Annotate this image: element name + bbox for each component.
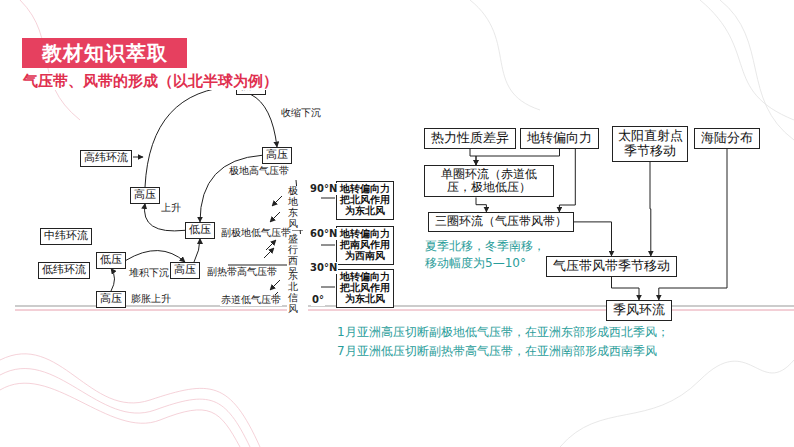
note-text: 7月亚洲低压切断副热带高气压带，在亚洲南部形成西南季风 (336, 345, 658, 359)
pressure-box: 高压 (262, 147, 292, 164)
node-text: 地转偏向力 (527, 131, 592, 146)
circulation-label-box: 高纬环流 (80, 150, 132, 167)
process-box: 单圈环流（赤道低压，极地低压） (424, 165, 554, 197)
note-text: 1月亚洲高压切断副极地低气压带，在亚洲东部形成西北季风； (336, 326, 670, 340)
node-text: 低压 (189, 224, 211, 237)
ribbon-decoration (0, 0, 260, 447)
connector-arrow (559, 149, 575, 212)
connector-arrow (145, 204, 186, 231)
node-text: 中纬环流 (44, 230, 88, 243)
title-banner: 教材知识萃取 (22, 38, 187, 68)
connector-arrow (574, 222, 612, 256)
connector-arrow (476, 197, 486, 212)
process-box: 三圈环流（气压带风带） (428, 212, 574, 232)
circulation-label-box: 中纬环流 (40, 228, 92, 245)
leader-lines (321, 198, 335, 287)
connector-arrow (126, 251, 185, 262)
process-label: 上升 (160, 203, 182, 214)
connector-arrow (659, 149, 727, 300)
deflection-box: 地转偏向力把北风作用为东北风 (336, 181, 394, 220)
node-text: 高压 (174, 264, 196, 277)
deflection-box: 地转偏向力把北风作用为东北风 (336, 269, 394, 308)
connector-arrow (612, 277, 640, 300)
node-text: 高压 (266, 149, 288, 162)
wind-label: 极地东风 (287, 186, 308, 230)
pressure-box: 低压 (96, 252, 126, 269)
connector-arrow (650, 162, 652, 256)
equator-lines (15, 306, 794, 310)
connector-arrow (194, 239, 200, 262)
node-text: 低压 (100, 254, 122, 267)
node-text: 三圈环流（气压带风带） (435, 215, 567, 229)
node-text: 高纬环流 (84, 152, 128, 165)
latitude-label: 90°N (309, 183, 338, 195)
node-text: 单圈环流（赤道低压，极地低压） (430, 168, 548, 194)
node-text: 地转偏向力把南风作用为西南风 (340, 229, 390, 262)
subtitle: 气压带、风带的形成（以北半球为例） (22, 73, 279, 90)
node-text: 高压 (134, 189, 156, 202)
belt-label: 赤道低气压带 (220, 295, 282, 306)
node-text: 地转偏向力把北风作用为东北风 (340, 184, 390, 217)
latitude-label: 60°N (309, 228, 338, 240)
connector-arrow (251, 95, 277, 147)
node-text: 气压带风带季节移动 (553, 259, 670, 274)
node-text: 太阳直射点季节移动 (617, 129, 683, 159)
latitude-label: 0° (311, 294, 325, 306)
deflection-box: 地转偏向力把南风作用为西南风 (336, 226, 394, 265)
node-text: 低纬环流 (42, 264, 86, 277)
process-box: 太阳直射点季节移动 (612, 126, 688, 162)
process-label: 收缩下沉 (280, 108, 322, 119)
pressure-box: 高压 (130, 187, 160, 204)
pressure-box: 高压 (96, 291, 126, 308)
connector-arrow (470, 149, 476, 165)
connector-arrow (111, 269, 115, 291)
circulation-label-box: 低纬环流 (38, 262, 90, 279)
connector-arrow (476, 149, 560, 165)
node-text: 热力性质差异 (431, 131, 509, 146)
note-text: 夏季北移，冬季南移，移动幅度为5—10° (424, 238, 546, 273)
process-box: 气压带风带季节移动 (546, 256, 677, 277)
belt-label: 副热带高气压带 (206, 267, 278, 278)
belt-label: 副极地低气压带 (220, 228, 292, 239)
process-box: 季风环流 (606, 300, 672, 321)
pressure-box: 高压 (170, 262, 200, 279)
process-label: 膨胀上升 (130, 294, 172, 305)
node-text: 高压 (100, 293, 122, 306)
pressure-box: 低压 (185, 222, 215, 239)
process-box: 海陆分布 (694, 128, 760, 149)
node-text: 季风环流 (613, 303, 665, 318)
node-text: 地转偏向力把北风作用为东北风 (340, 272, 390, 305)
connector-arrow (145, 86, 236, 187)
latitude-label: 30°N (309, 262, 338, 274)
node-text: 海陆分布 (701, 131, 753, 146)
process-box: 热力性质差异 (424, 128, 516, 149)
belt-label: 极地高气压带 (228, 166, 290, 177)
process-box: 地转偏向力 (520, 128, 599, 149)
process-label: 堆积下沉 (128, 268, 170, 279)
wind-label: 东北信风 (287, 271, 308, 315)
